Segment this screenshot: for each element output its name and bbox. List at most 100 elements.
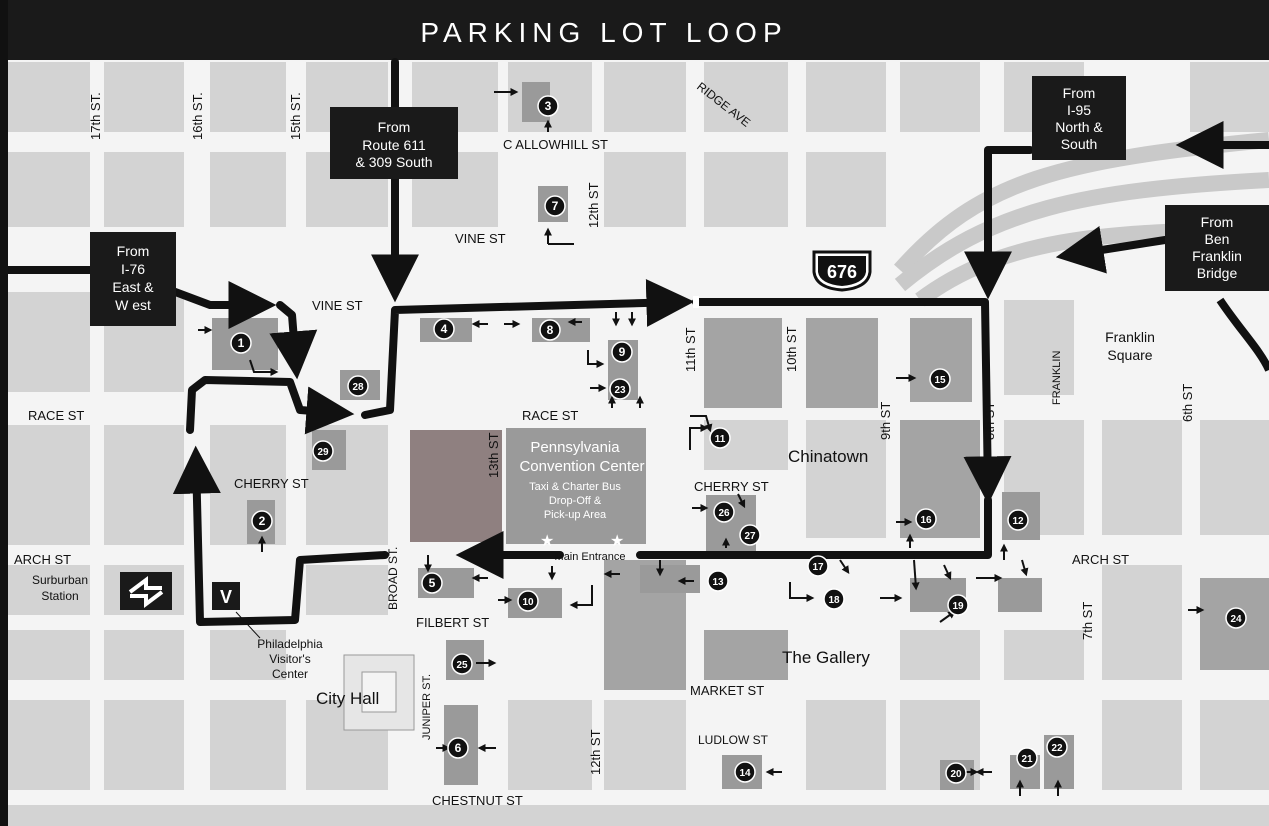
septa-logo-icon xyxy=(120,572,172,610)
svg-text:3: 3 xyxy=(545,99,552,113)
svg-text:Visitor's: Visitor's xyxy=(269,652,310,666)
entry-box-ben-franklin: From Ben Franklin Bridge xyxy=(1165,205,1269,291)
svg-text:North &: North & xyxy=(1055,119,1103,135)
svg-text:South: South xyxy=(1061,136,1098,152)
svg-text:Square: Square xyxy=(1107,347,1152,363)
taxi-dropoff-note: Taxi & Charter Bus xyxy=(529,481,621,493)
svg-text:10: 10 xyxy=(522,597,534,608)
street-race-mid: RACE ST xyxy=(522,408,578,423)
parking-lot-15: 15 xyxy=(929,368,951,390)
street-10th: 10th ST xyxy=(784,326,799,372)
svg-text:Convention Center: Convention Center xyxy=(519,458,644,475)
suburban-station-label: Surburban xyxy=(32,573,88,587)
main-entrance-label: Main Entrance xyxy=(555,551,626,563)
street-vine-upper: VINE ST xyxy=(455,231,506,246)
street-chestnut: CHESTNUT ST xyxy=(432,793,523,808)
street-race-west: RACE ST xyxy=(28,408,84,423)
svg-text:Bridge: Bridge xyxy=(1197,265,1238,281)
parking-lot-19: 19 xyxy=(947,594,969,616)
svg-text:5: 5 xyxy=(429,576,436,590)
svg-text:V: V xyxy=(220,587,232,607)
svg-text:I-95: I-95 xyxy=(1067,102,1091,118)
street-labels: 17th ST. 16th ST. 15th ST. 13th ST 12th … xyxy=(14,79,1195,808)
parking-lot-27: 27 xyxy=(739,524,761,546)
visitor-center-label: Philadelphia xyxy=(257,637,323,651)
svg-text:20: 20 xyxy=(950,769,962,780)
svg-text:18: 18 xyxy=(828,595,840,606)
street-vine-lower: VINE ST xyxy=(312,298,363,313)
street-15th: 15th ST. xyxy=(288,92,303,140)
parking-lot-2: 2 xyxy=(251,510,273,532)
parking-lot-25: 25 xyxy=(451,653,473,675)
svg-text:2: 2 xyxy=(259,514,266,528)
parking-lot-1: 1 xyxy=(230,332,252,354)
svg-text:13: 13 xyxy=(712,577,724,588)
the-gallery-label: The Gallery xyxy=(782,648,870,667)
parking-lot-10: 10 xyxy=(517,590,539,612)
svg-text:27: 27 xyxy=(744,531,756,542)
svg-text:9: 9 xyxy=(619,345,626,359)
svg-text:25: 25 xyxy=(456,660,468,671)
street-7th: 7th ST xyxy=(1080,602,1095,640)
svg-text:From: From xyxy=(378,119,411,135)
svg-text:14: 14 xyxy=(739,768,751,779)
parking-lot-3: 3 xyxy=(537,95,559,117)
parking-lot-20: 20 xyxy=(945,762,967,784)
convention-center-west-hall xyxy=(410,430,502,542)
parking-lot-16: 16 xyxy=(915,508,937,530)
parking-lot-28: 28 xyxy=(347,375,369,397)
street-8th: 8th ST xyxy=(982,402,997,440)
street-arch-east: ARCH ST xyxy=(1072,552,1129,567)
page-title: PARKING LOT LOOP xyxy=(420,17,787,48)
street-16th: 16th ST. xyxy=(190,92,205,140)
svg-text:4: 4 xyxy=(441,322,448,336)
svg-text:12: 12 xyxy=(1012,516,1024,527)
svg-text:Pick-up Area: Pick-up Area xyxy=(544,509,607,521)
parking-lot-14: 14 xyxy=(734,761,756,783)
svg-text:1: 1 xyxy=(238,336,245,350)
svg-text:24: 24 xyxy=(1230,614,1242,625)
svg-text:16: 16 xyxy=(920,515,932,526)
city-hall-label: City Hall xyxy=(316,689,379,708)
left-border xyxy=(0,0,8,826)
parking-lot-13: 13 xyxy=(707,570,729,592)
parking-lot-29: 29 xyxy=(312,440,334,462)
parking-lot-markers: 1234567891011121314151617181920212223242… xyxy=(230,95,1247,784)
parking-lot-11: 11 xyxy=(709,427,731,449)
svg-text:8: 8 xyxy=(547,323,554,337)
visitor-center-marker: V xyxy=(212,582,261,639)
street-13th: 13th ST xyxy=(486,432,501,478)
svg-text:676: 676 xyxy=(827,262,857,282)
street-franklin: FRANKLIN xyxy=(1051,351,1063,405)
parking-lot-21: 21 xyxy=(1016,747,1038,769)
svg-text:& 309 South: & 309 South xyxy=(355,154,432,170)
svg-text:Ben: Ben xyxy=(1205,231,1230,247)
parking-lot-5: 5 xyxy=(421,572,443,594)
parking-lot-26: 26 xyxy=(713,501,735,523)
svg-text:23: 23 xyxy=(614,385,626,396)
svg-text:29: 29 xyxy=(317,447,329,458)
header-bar xyxy=(8,0,1269,60)
svg-text:22: 22 xyxy=(1051,743,1063,754)
parking-lot-8: 8 xyxy=(539,319,561,341)
parking-lot-24: 24 xyxy=(1225,607,1247,629)
svg-text:11: 11 xyxy=(715,434,726,445)
svg-text:From: From xyxy=(1201,214,1234,230)
parking-lot-4: 4 xyxy=(433,318,455,340)
parking-lot-12: 12 xyxy=(1007,509,1029,531)
parking-lot-23: 23 xyxy=(609,378,631,400)
svg-text:17: 17 xyxy=(812,562,824,573)
entrance-star-icon: ★ xyxy=(540,533,554,550)
street-arch-west: ARCH ST xyxy=(14,552,71,567)
ben-franklin-route xyxy=(1216,297,1269,372)
street-callowhill: C ALLOWHILL ST xyxy=(503,137,608,152)
place-labels: Pennsylvania Convention Center Taxi & Ch… xyxy=(32,329,1155,708)
svg-text:Station: Station xyxy=(41,589,78,603)
svg-text:7: 7 xyxy=(552,199,559,213)
interstate-676-shield: 676 xyxy=(812,250,872,292)
street-cherry-west: CHERRY ST xyxy=(234,476,309,491)
parking-lot-9: 9 xyxy=(611,341,633,363)
svg-text:W est: W est xyxy=(115,297,151,313)
convention-center-main-hall xyxy=(506,428,646,544)
